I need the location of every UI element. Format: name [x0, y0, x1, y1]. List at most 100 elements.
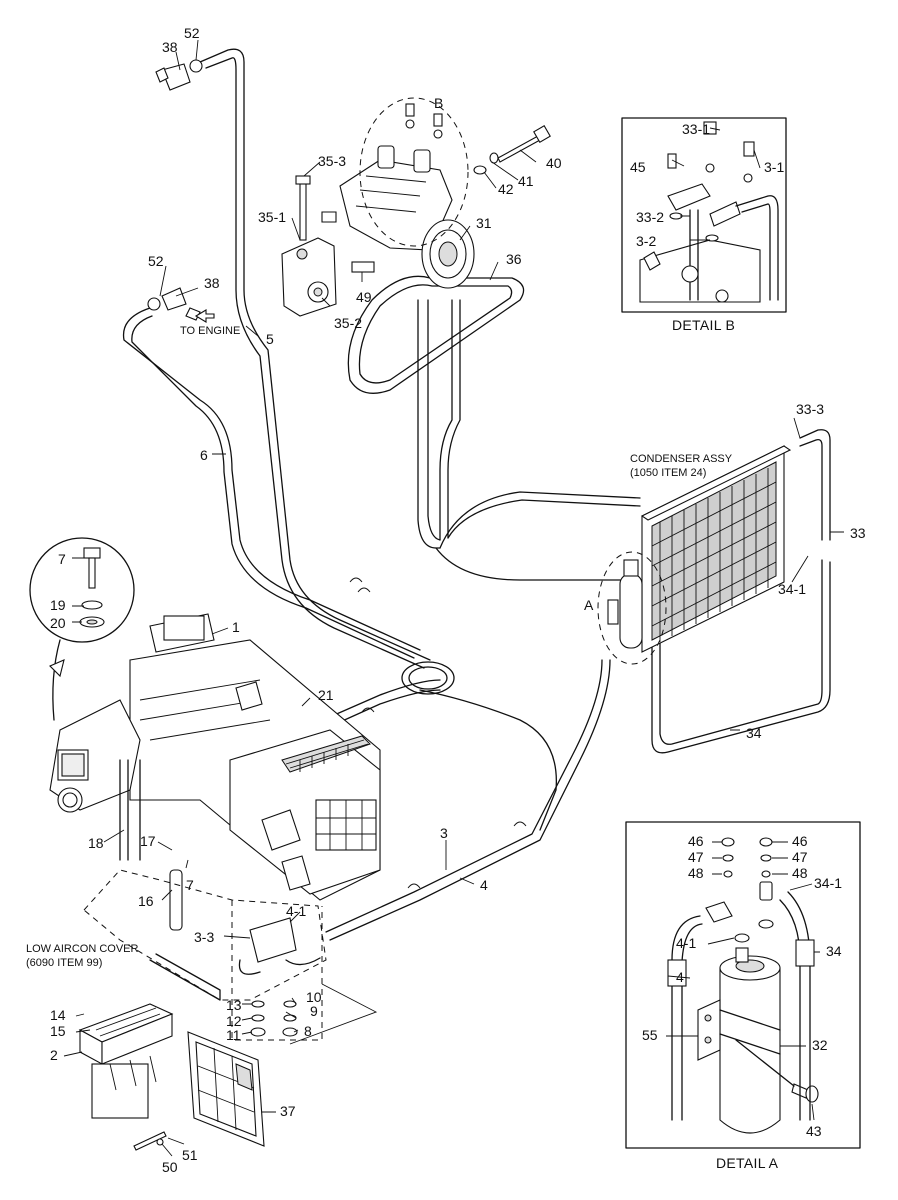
arrow-icon	[194, 309, 215, 323]
condenser	[640, 445, 792, 653]
callout-52-top: 52	[184, 25, 200, 41]
compressor-fittings	[405, 103, 443, 139]
callout-19: 19	[50, 597, 66, 613]
callout-35-3: 35-3	[318, 153, 346, 169]
callout-14: 14	[50, 1007, 66, 1023]
belt	[347, 275, 525, 394]
callout-16: 16	[138, 893, 154, 909]
callout-52-mid: 52	[148, 253, 164, 269]
callout-31: 31	[476, 215, 492, 231]
callout-1: 1	[232, 619, 240, 635]
callout-42: 42	[498, 181, 514, 197]
callout-a-4-1: 4-1	[676, 935, 696, 951]
detail-a-callout-circle	[597, 551, 667, 665]
expansion-valve-block	[231, 900, 378, 1045]
callout-b-33-1: 33-1	[682, 121, 710, 137]
screw-50	[133, 1131, 167, 1151]
bracket-35	[281, 175, 375, 317]
callout-33-3: 33-3	[796, 401, 824, 417]
callout-3-3: 3-3	[194, 929, 214, 945]
fitting-38-top	[155, 59, 203, 91]
fitting-38-mid	[147, 287, 201, 321]
callout-a-55: 55	[642, 1027, 658, 1043]
note-low-cover-line2: (6090 ITEM 99)	[26, 957, 102, 969]
bolt-40	[473, 125, 551, 175]
callout-7-top: 7	[58, 551, 66, 567]
callout-33: 33	[850, 525, 866, 541]
hvac-unit	[49, 613, 381, 931]
detail-b-title: DETAIL B	[672, 317, 735, 333]
callout-3: 3	[440, 825, 448, 841]
callout-a-34-1: 34-1	[814, 875, 842, 891]
callout-15: 15	[50, 1023, 66, 1039]
detail-a-marker: A	[584, 597, 594, 613]
note-condenser-line1: CONDENSER ASSY	[630, 453, 733, 465]
callout-51: 51	[182, 1147, 198, 1163]
callout-a-32: 32	[812, 1037, 828, 1053]
detail-a-title: DETAIL A	[716, 1155, 779, 1171]
detail-titles: DETAIL B DETAIL A	[672, 317, 779, 1171]
callout-10: 10	[306, 989, 322, 1005]
detail-b-box	[621, 117, 787, 313]
callout-4-1: 4-1	[286, 903, 306, 919]
callout-40: 40	[546, 155, 562, 171]
callout-5: 5	[266, 331, 274, 347]
callout-37: 37	[280, 1103, 296, 1119]
callout-18: 18	[88, 835, 104, 851]
detail-b-marker: B	[434, 95, 443, 111]
callout-a-48-r: 48	[792, 865, 808, 881]
callout-a-48-l: 48	[688, 865, 704, 881]
callout-7-low: 7	[186, 877, 194, 893]
air-filter	[187, 1031, 265, 1147]
callout-b-33-2: 33-2	[636, 209, 664, 225]
callout-49: 49	[356, 289, 372, 305]
callout-50: 50	[162, 1159, 178, 1175]
low-cover-outline	[83, 869, 327, 1001]
callout-34-1: 34-1	[778, 581, 806, 597]
notes: TO ENGINE CONDENSER ASSY (1050 ITEM 24) …	[26, 309, 733, 969]
callout-b-3-1: 3-1	[764, 159, 784, 175]
callout-a-47-r: 47	[792, 849, 808, 865]
note-to-engine: TO ENGINE	[180, 325, 240, 337]
callout-11: 11	[226, 1027, 241, 1043]
note-condenser-line2: (1050 ITEM 24)	[630, 467, 706, 479]
cover-bracket	[149, 953, 221, 1001]
callout-21: 21	[318, 687, 334, 703]
callout-a-43: 43	[806, 1123, 822, 1139]
callout-20: 20	[50, 615, 66, 631]
callout-a-46-r: 46	[792, 833, 808, 849]
callout-6: 6	[200, 447, 208, 463]
callout-35-2: 35-2	[334, 315, 362, 331]
callout-38-top: 38	[162, 39, 178, 55]
inset-bolt-circle	[29, 537, 135, 721]
callout-13: 13	[226, 997, 242, 1013]
callout-b-3-2: 3-2	[636, 233, 656, 249]
callout-35-1: 35-1	[258, 209, 286, 225]
callout-2: 2	[50, 1047, 58, 1063]
callout-4: 4	[480, 877, 488, 893]
detail-b-callout-circle	[359, 97, 469, 247]
detail-a-box	[625, 821, 861, 1149]
receiver-dryer-main	[607, 559, 643, 649]
callout-36: 36	[506, 251, 522, 267]
note-low-cover-line1: LOW AIRCON COVER	[26, 943, 139, 955]
compressor	[321, 145, 475, 289]
callout-b-45: 45	[630, 159, 646, 175]
control-panel	[78, 1003, 174, 1119]
callout-a-34: 34	[826, 943, 842, 959]
callout-9: 9	[310, 1003, 318, 1019]
callout-12: 12	[226, 1013, 242, 1029]
callout-a-46-l: 46	[688, 833, 704, 849]
callout-38-mid: 38	[204, 275, 220, 291]
callout-a-4: 4	[676, 969, 684, 985]
hose-routing	[122, 48, 831, 941]
callout-a-47-l: 47	[688, 849, 704, 865]
callout-8: 8	[304, 1023, 312, 1039]
leader-lines	[63, 39, 844, 1157]
callout-41: 41	[518, 173, 534, 189]
callout-34: 34	[746, 725, 762, 741]
callout-17: 17	[140, 833, 156, 849]
callout-labels: 38 52 35-3 35-1 35-2 49 31 36 40 41 42 5…	[50, 25, 866, 1175]
